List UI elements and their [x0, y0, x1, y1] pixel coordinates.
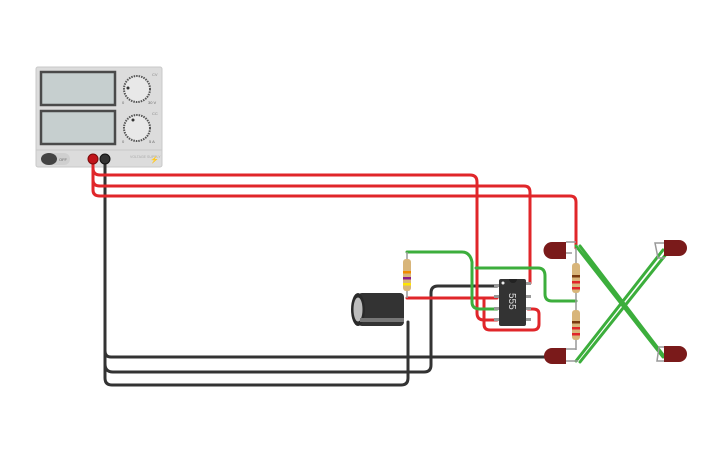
positive-terminal[interactable] [87, 153, 99, 165]
led-top-left[interactable] [543, 241, 577, 259]
voltage-min-label: 0 [122, 100, 125, 105]
switch-label: OFF [59, 157, 68, 162]
cv-label: CV [152, 72, 158, 77]
ic-555[interactable]: 555 [494, 279, 531, 326]
voltage-display [39, 70, 117, 107]
resistor-left[interactable] [403, 252, 411, 298]
current-display [39, 109, 117, 146]
lightning-icon: ⚡ [150, 155, 159, 164]
resistor-right-bottom[interactable] [572, 301, 580, 350]
black-wires[interactable] [103, 158, 558, 387]
negative-terminal[interactable] [99, 153, 111, 165]
led-bottom-right[interactable] [656, 346, 687, 362]
brand-label: VOLTAGE SUPPLY [130, 155, 161, 159]
led-top-right[interactable] [654, 240, 687, 259]
cc-label: CC [152, 111, 158, 116]
green-wires[interactable] [405, 244, 669, 364]
voltage-knob[interactable] [123, 75, 151, 103]
current-max-label: 5 A [149, 139, 155, 144]
ic-label: 555 [506, 293, 517, 310]
voltage-max-label: 30 V [148, 100, 157, 105]
led-bottom-left[interactable] [544, 348, 578, 364]
red-wires[interactable] [91, 158, 578, 332]
current-min-label: 0 [122, 139, 125, 144]
current-knob[interactable] [123, 114, 151, 142]
power-supply[interactable]: CV CC 0 30 V 0 5 A OFF VOLTAGE SUPPLY ⚡ [35, 66, 163, 168]
capacitor[interactable] [351, 293, 404, 326]
resistor-right-top[interactable] [572, 248, 580, 301]
